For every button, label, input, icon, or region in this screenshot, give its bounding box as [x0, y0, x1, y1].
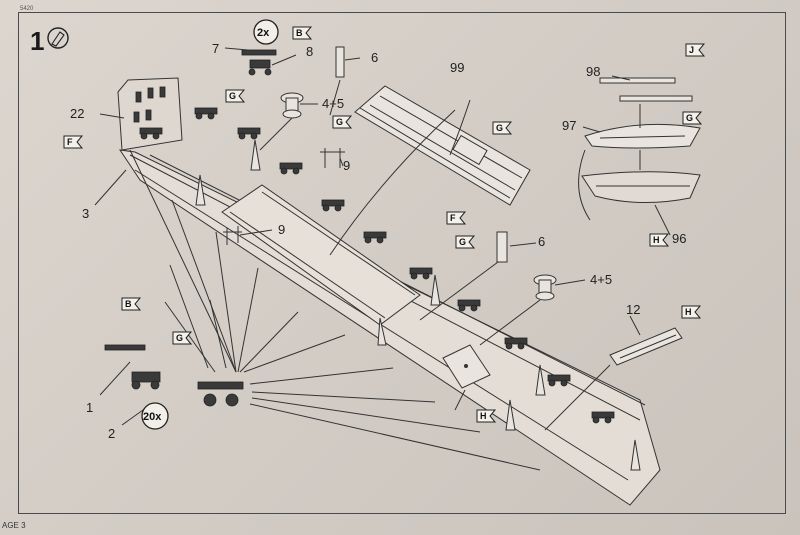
svg-text:H: H: [653, 235, 660, 245]
sprue-tag-j-right: J: [685, 43, 706, 57]
svg-text:F: F: [67, 137, 73, 147]
part-label-96: 96: [672, 231, 686, 246]
svg-text:G: G: [686, 113, 693, 123]
multiplier-badge-bottom: 20x: [141, 402, 169, 430]
hull-deck: [118, 149, 661, 506]
placement-lines: [129, 149, 541, 471]
sprue-tag-g-low: G: [172, 331, 193, 345]
svg-text:J: J: [689, 45, 694, 55]
part-label-8: 8: [306, 44, 313, 59]
part-label-22: 22: [70, 106, 84, 121]
assembly-arrows: [259, 79, 641, 431]
sprue-tag-g-boat: G: [682, 111, 703, 125]
sprue-tag-h-grate: H: [476, 409, 497, 423]
part-label-45-lower: 4+5: [590, 272, 612, 287]
svg-text:B: B: [296, 28, 303, 38]
part-label-3: 3: [82, 206, 89, 221]
sprue-tag-g-mid: G: [455, 235, 476, 249]
boat-part-97: [584, 123, 701, 149]
leader-lines: [94, 47, 671, 426]
part-label-98: 98: [586, 64, 600, 79]
cannon-subassembly-top: [241, 49, 277, 76]
part-label-6-lower: 6: [538, 234, 545, 249]
capstan-lower: [533, 274, 557, 301]
svg-text:H: H: [685, 307, 692, 317]
rail-pieces-98: [599, 77, 693, 102]
boat-hull-96: [581, 171, 701, 203]
part-label-7: 7: [212, 41, 219, 56]
grating-part-99: [354, 85, 531, 206]
page-label: AGE 3: [2, 521, 26, 530]
part-label-45-upper: 4+5: [322, 96, 344, 111]
sprue-tag-h-ladder: H: [681, 305, 702, 319]
post-lower: [496, 231, 508, 263]
sprue-tag-f-left: F: [63, 135, 84, 149]
part-label-2: 2: [108, 426, 115, 441]
svg-text:H: H: [480, 411, 487, 421]
svg-text:G: G: [336, 117, 343, 127]
part-label-12: 12: [626, 302, 640, 317]
glue-icon: [47, 27, 69, 49]
ladder-part-12: [609, 327, 683, 366]
cannon-subassembly-low: [104, 344, 244, 407]
svg-text:G: G: [496, 123, 503, 133]
stern-bulkhead: [117, 77, 183, 151]
svg-text:G: G: [176, 333, 183, 343]
part-label-6-upper: 6: [371, 50, 378, 65]
sprue-tag-b-low: B: [121, 297, 142, 311]
sprue-tag-g-stern: G: [332, 115, 353, 129]
svg-text:B: B: [125, 299, 132, 309]
part-label-99: 99: [450, 60, 464, 75]
svg-text:2x: 2x: [257, 27, 270, 39]
multiplier-badge-top: 2x: [253, 19, 279, 45]
deck-cannons: [139, 107, 615, 424]
page-frame: [18, 12, 786, 514]
part-label-9-lower: 9: [278, 222, 285, 237]
svg-text:F: F: [450, 213, 456, 223]
part-label-97: 97: [562, 118, 576, 133]
svg-text:20x: 20x: [143, 411, 162, 423]
bitts-upper: [320, 148, 345, 168]
hatch-frame: [221, 184, 421, 326]
step-number: 1: [30, 26, 44, 56]
sprue-tag-f-deck: F: [446, 211, 467, 225]
sprue-tag-b-top: B: [292, 26, 313, 40]
post-upper: [335, 46, 345, 78]
small-grate: [442, 344, 491, 389]
bitts-lower: [223, 226, 242, 245]
capstan-upper: [280, 92, 304, 119]
sprue-tag-g-top: G: [225, 89, 246, 103]
sheet-code: 5420: [20, 6, 34, 12]
mast-cones: [195, 139, 641, 471]
sprue-tag-g-deck: G: [492, 121, 513, 135]
part-label-9-upper: 9: [343, 158, 350, 173]
svg-text:G: G: [229, 91, 236, 101]
sprue-tag-h-boat: H: [649, 233, 670, 247]
part-label-1: 1: [86, 400, 93, 415]
svg-text:G: G: [459, 237, 466, 247]
